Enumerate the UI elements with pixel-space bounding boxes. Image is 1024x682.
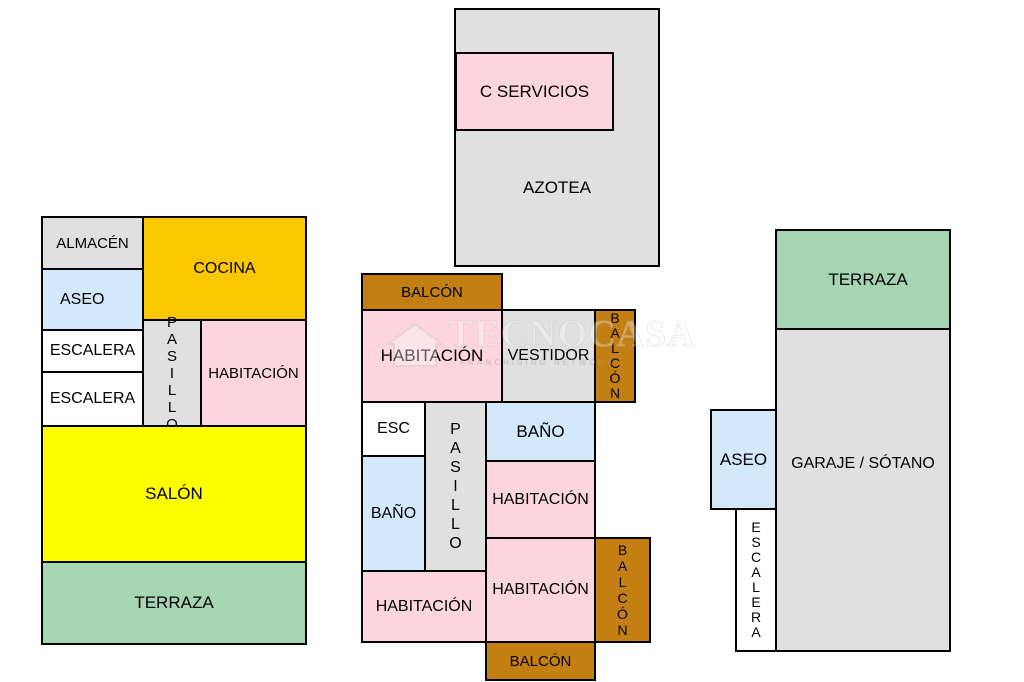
room-balcon-bottom: BALCÓN xyxy=(485,641,596,681)
letter: C xyxy=(750,549,762,565)
room-habitacion-3: HABITACIÓN xyxy=(361,570,487,643)
room-label: SALÓN xyxy=(145,484,203,503)
room-escalera-1: ESCALERA xyxy=(41,329,144,373)
letter: E xyxy=(751,594,761,610)
room-label: HABITACIÓN xyxy=(380,346,484,365)
letter: L xyxy=(451,497,460,514)
room-label: ASEO xyxy=(719,449,768,469)
room-label: ALMACÉN xyxy=(56,234,129,252)
room-label: HABITACIÓN xyxy=(375,597,473,615)
room-label: ESCALERA xyxy=(49,342,136,359)
letter: L xyxy=(752,579,760,595)
room-escalera: E S C A L E R A xyxy=(735,508,777,652)
room-vestidor: VESTIDOR xyxy=(501,309,596,403)
room-label: BAÑO xyxy=(516,421,565,441)
letter: Ó xyxy=(617,606,628,622)
room-label: COCINA xyxy=(193,259,256,277)
room-habitacion-1: HABITACIÓN xyxy=(361,309,503,403)
letter: P xyxy=(166,313,177,331)
letter: O xyxy=(449,535,462,552)
room-label: ESC xyxy=(377,420,410,437)
letter: I xyxy=(453,478,458,495)
room-c-servicios: C SERVICIOS xyxy=(455,52,614,131)
room-bano-1: BAÑO xyxy=(361,455,426,572)
room-aseo: ASEO xyxy=(41,268,144,331)
letter: R xyxy=(750,609,762,625)
letter: N xyxy=(609,385,621,401)
letter: O xyxy=(166,415,178,433)
letter: L xyxy=(451,516,460,533)
room-label: BAÑO xyxy=(370,504,417,522)
room-balcon-top: BALCÓN xyxy=(361,273,503,311)
letter: L xyxy=(618,574,627,590)
letter: S xyxy=(166,347,177,365)
letter: S xyxy=(751,534,761,550)
room-label: AZOTEA xyxy=(522,177,591,197)
room-label: BALCÓN xyxy=(509,652,572,670)
room-label: BALCÓN xyxy=(401,283,463,301)
room-label: TERRAZA xyxy=(134,593,214,612)
room-cocina: COCINA xyxy=(142,216,307,321)
room-balcon-right-top: B A L C Ó N xyxy=(594,309,636,403)
room-esc: ESC xyxy=(361,401,426,457)
room-pasillo: P A S I L L O xyxy=(424,401,487,572)
letter: N xyxy=(617,622,628,638)
letter: E xyxy=(751,519,761,535)
room-label: C SERVICIOS xyxy=(479,81,590,101)
room-label: HABITACIÓN xyxy=(492,581,589,598)
letter: L xyxy=(167,381,177,399)
room-habitacion-4: HABITACIÓN xyxy=(485,537,596,643)
letter: Ó xyxy=(609,370,621,386)
room-salon: SALÓN xyxy=(41,425,307,563)
room-label: GARAJE / SÓTANO xyxy=(791,455,935,472)
letter: C xyxy=(609,355,621,371)
room-label: TERRAZA xyxy=(828,269,908,289)
letter: A xyxy=(166,330,177,348)
room-label: HABITACIÓN xyxy=(208,364,299,382)
letter: L xyxy=(611,340,619,356)
letter: S xyxy=(450,459,461,476)
room-balcon-right-bottom: B A L C Ó N xyxy=(594,537,651,643)
letter: P xyxy=(450,421,461,438)
letter: C xyxy=(617,590,628,606)
letter: B xyxy=(617,542,628,558)
room-bano-2: BAÑO xyxy=(485,401,596,462)
letter: I xyxy=(169,364,175,382)
letter: B xyxy=(610,310,620,326)
room-pasillo: P A S I L L O xyxy=(142,314,202,433)
letter: A xyxy=(617,558,628,574)
letter: A xyxy=(610,325,620,341)
room-label: HABITACIÓN xyxy=(492,490,589,508)
room-almacen: ALMACÉN xyxy=(41,216,144,270)
room-garaje-sotano: GARAJE / SÓTANO xyxy=(775,328,951,652)
letter: A xyxy=(751,624,761,640)
room-azotea: AZOTEA xyxy=(454,8,660,267)
room-habitacion: HABITACIÓN xyxy=(200,319,307,427)
room-escalera-2: ESCALERA xyxy=(41,371,144,427)
letter: A xyxy=(751,564,761,580)
room-terraza: TERRAZA xyxy=(41,561,307,645)
letter: L xyxy=(167,398,177,416)
room-terraza: TERRAZA xyxy=(775,229,951,330)
room-label: ESCALERA xyxy=(49,390,136,407)
room-label: ASEO xyxy=(60,290,105,308)
room-habitacion-2: HABITACIÓN xyxy=(485,460,596,539)
room-label: VESTIDOR xyxy=(507,347,590,364)
letter: A xyxy=(450,440,461,457)
room-aseo: ASEO xyxy=(710,409,777,510)
